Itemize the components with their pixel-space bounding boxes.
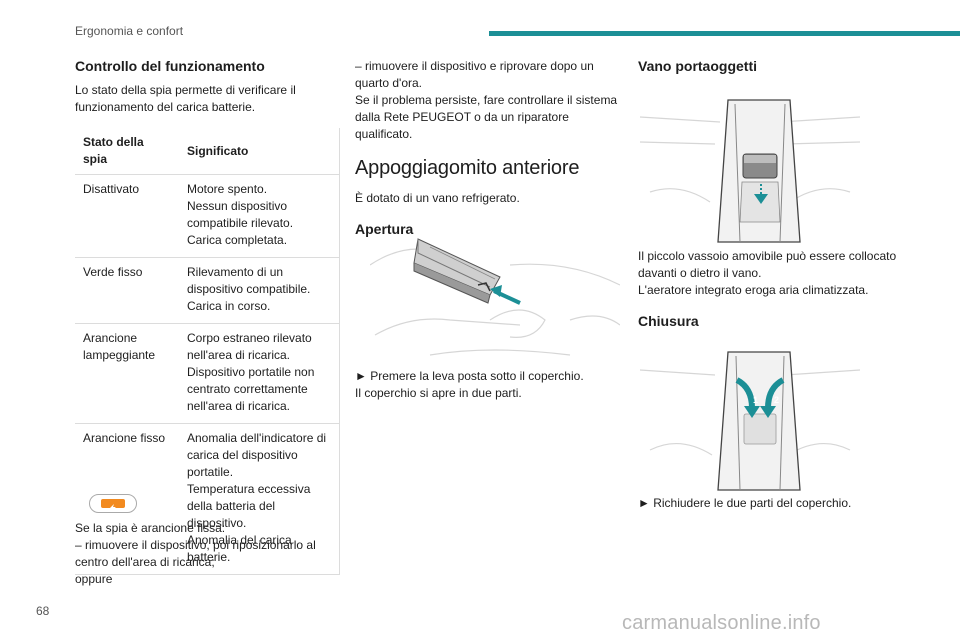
column-right: Vano portaoggetti xyxy=(638,58,903,82)
table-cell-state: Verde fisso xyxy=(75,257,179,324)
caption-line: ► Richiudere le due parti del coperchio. xyxy=(638,496,852,510)
column-middle: – rimuovere il dispositivo e riprovare d… xyxy=(355,58,620,245)
caption-line: Il coperchio si apre in due parti. xyxy=(355,386,522,400)
storage-compartment-illustration xyxy=(640,99,860,243)
heading-vano: Vano portaoggetti xyxy=(638,58,757,74)
table-cell-state: Disattivato xyxy=(75,174,179,258)
meaning-line: Carica in corso. xyxy=(187,299,271,313)
meaning-line: Rilevamento di un dispositivo compatibil… xyxy=(187,265,311,296)
label-2: 2 xyxy=(774,395,779,405)
caption-line: L'aeratore integrato eroga aria climatiz… xyxy=(638,283,869,297)
table-row: Verde fisso Rilevamento di un dispositiv… xyxy=(75,257,340,324)
meaning-line: Corpo estraneo rilevato nell'area di ric… xyxy=(187,331,312,362)
heading-apertura: Apertura xyxy=(355,221,414,237)
charging-indicator-icon xyxy=(89,494,137,513)
meaning-line: Anomalia del carica batterie. xyxy=(187,533,292,564)
table-cell-meaning: Rilevamento di un dispositivo compatibil… xyxy=(179,257,340,324)
watermark: carmanualsonline.info xyxy=(622,612,821,634)
header-accent-bar xyxy=(489,31,960,36)
table-cell-state: Arancione lampeggiante xyxy=(75,323,179,424)
table-cell-meaning: Motore spento. Nessun dispositivo compat… xyxy=(179,174,340,258)
after-line: – rimuovere il dispositivo, poi riposizi… xyxy=(75,538,316,569)
caption-line: ► Premere la leva posta sotto il coperch… xyxy=(355,369,584,383)
armrest-closing-illustration: 1 2 xyxy=(640,351,860,491)
continuation-line: Se il problema persiste, fare controllar… xyxy=(355,93,618,141)
table-header-meaning: Significato xyxy=(179,128,340,175)
after-line: Se la spia è arancione fissa: xyxy=(75,521,226,535)
table-cell-meaning: Corpo estraneo rilevato nell'area di ric… xyxy=(179,323,340,424)
heading-appoggiagomito: Appoggiagomito anteriore xyxy=(355,157,580,179)
label-1: 1 xyxy=(753,395,758,405)
status-table: Stato della spia Significato Disattivato… xyxy=(75,128,340,575)
table-header-row: Stato della spia Significato xyxy=(75,128,340,175)
header-section-title: Ergonomia e confort xyxy=(75,24,184,38)
table-header-state: Stato della spia xyxy=(75,128,179,175)
continuation-line: – rimuovere il dispositivo e riprovare d… xyxy=(355,59,594,90)
meaning-line: Dispositivo portatile non centrato corre… xyxy=(187,365,315,413)
meaning-line: Carica completata. xyxy=(187,233,288,247)
meaning-line: Nessun dispositivo compatibile rilevato. xyxy=(187,199,294,230)
chiusura-caption: ► Richiudere le due parti del coperchio. xyxy=(638,495,903,512)
intro-appoggiagomito: È dotato di un vano refrigerato. xyxy=(355,191,520,205)
apertura-caption: ► Premere la leva posta sotto il coperch… xyxy=(355,368,620,402)
column-left: Controllo del funzionamento Lo stato del… xyxy=(75,58,340,575)
meaning-line: Temperatura eccessiva della batteria del… xyxy=(187,482,311,530)
table-row: Arancione fisso Anomalia dell'indicatore… xyxy=(75,423,340,575)
armrest-opening-illustration xyxy=(370,238,620,356)
meaning-line: Motore spento. xyxy=(187,182,268,196)
heading-chiusura: Chiusura xyxy=(638,313,699,329)
meaning-line: Anomalia dell'indicatore di carica del d… xyxy=(187,431,327,479)
after-line: oppure xyxy=(75,572,113,586)
heading-controllo: Controllo del funzionamento xyxy=(75,58,265,74)
after-table-text: Se la spia è arancione fissa: – rimuover… xyxy=(75,520,340,588)
caption-line: Il piccolo vassoio amovibile può essere … xyxy=(638,249,897,280)
page-number: 68 xyxy=(36,604,50,618)
intro-controllo: Lo stato della spia permette di verifica… xyxy=(75,83,296,114)
vano-caption: Il piccolo vassoio amovibile può essere … xyxy=(638,248,903,337)
table-cell-meaning: Anomalia dell'indicatore di carica del d… xyxy=(179,423,340,575)
table-row: Arancione lampeggiante Corpo estraneo ri… xyxy=(75,323,340,424)
table-row: Disattivato Motore spento. Nessun dispos… xyxy=(75,174,340,258)
